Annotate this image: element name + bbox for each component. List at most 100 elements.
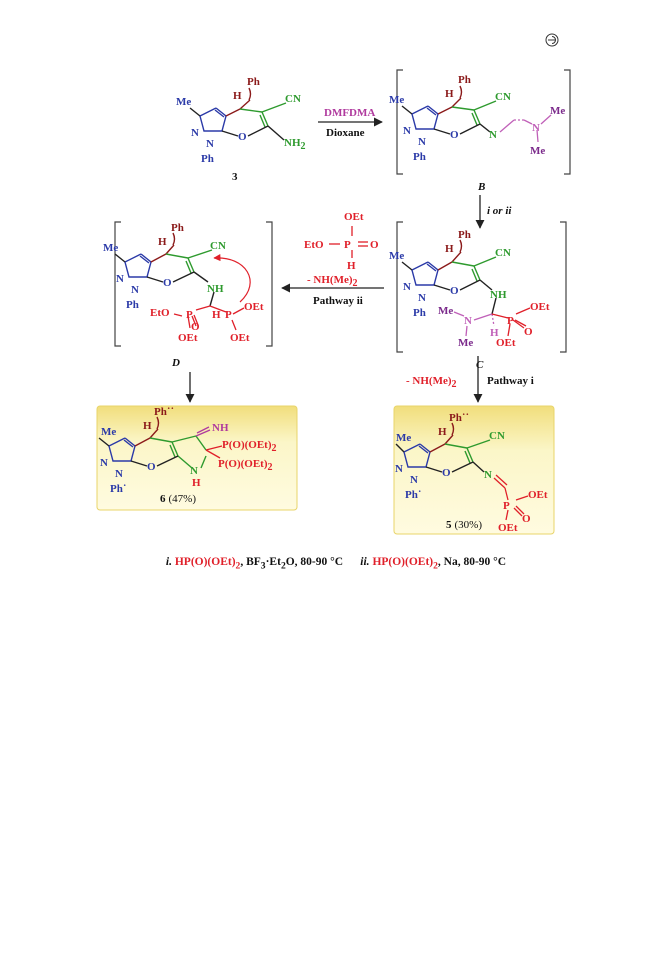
methine-h-d-label: H — [212, 309, 221, 321]
arrow-3-to-B: DMFDMA Dioxane — [318, 107, 383, 139]
imine-nh-label: NH — [212, 422, 229, 434]
n-phenyl-label: Ph — [413, 307, 426, 319]
pyrazole-n2-label: N — [191, 127, 199, 139]
pyrazole-n1-label: N — [131, 284, 139, 296]
phosphonate-2-label: P(O)(OEt)2 — [218, 458, 272, 473]
reaction-scheme: Me H Ph CN N N Ph O NH2 3 DMFDMA Dioxane — [96, 69, 571, 535]
ethoxy-label-2: OEt — [496, 337, 516, 349]
ethoxy-label: OEt — [528, 489, 548, 501]
open-access-icon — [545, 33, 559, 47]
pyran-o-label: O — [450, 285, 459, 297]
nitrile-label: CN — [495, 247, 511, 259]
nitrile-label: CN — [489, 430, 505, 442]
product-5-highlight — [393, 405, 555, 535]
methyl-label: Me — [389, 250, 404, 262]
pyrazole-n1-label: N — [206, 138, 214, 150]
phosphorus-left-label: P — [186, 309, 193, 321]
n-phenyl-label: Ph — [413, 151, 426, 163]
nitrile-label: CN — [210, 240, 226, 252]
conditions-i-or-ii: i or ii — [487, 205, 512, 217]
pyran-o-label: O — [147, 461, 156, 473]
pyrazole-n2-label: N — [100, 457, 108, 469]
dimethylamino-n-label: N — [532, 122, 540, 134]
methyl-label: Me — [389, 94, 404, 106]
n-phenyl-radical-label: Ph˙ — [110, 483, 127, 495]
reagent-ethoxy: OEt — [344, 211, 364, 223]
methyl-label: Me — [396, 432, 411, 444]
dimethylamino-n-label: N — [464, 315, 472, 327]
pyrazole-n2-label: N — [116, 273, 124, 285]
methyl-label: Me — [103, 242, 118, 254]
phosphorus-label: P — [507, 315, 514, 327]
byproduct-dimethylamine-right: - NH(Me)2 — [406, 375, 457, 390]
reagent-ethoxy-left: EtO — [304, 239, 324, 251]
pyran-o-label: O — [163, 277, 172, 289]
phosphorus-label: P — [503, 500, 510, 512]
imine-n-label: N — [489, 129, 497, 141]
product-5: Me H Ph˙˙ CN N N Ph˙ O N P OEt O OEt 5(3… — [393, 405, 555, 535]
reagent-phosphorus: P — [344, 239, 351, 251]
condition-ii-label: ii. — [360, 556, 370, 568]
ring-n-label: N — [190, 465, 198, 477]
pyrazole-n1-label: N — [418, 292, 426, 304]
pyrazole-n1-label: N — [418, 136, 426, 148]
product-5-caption: 5(30%) — [446, 519, 482, 531]
n-phenyl-label: Ph — [201, 153, 214, 165]
phosphonate-1-label: P(O)(OEt)2 — [222, 439, 276, 454]
phenyl-label: Ph — [171, 222, 184, 234]
product-6-highlight — [96, 405, 298, 511]
pyrazole-n2-label: N — [395, 463, 403, 475]
solvent-dioxane: Dioxane — [326, 127, 365, 139]
phenyl-radical-label: Ph˙˙ — [154, 406, 174, 418]
nitrile-label: CN — [495, 91, 511, 103]
phosphorus-right-label: P — [225, 309, 232, 321]
n-methyl-label-2: Me — [530, 145, 545, 157]
imine-n-label: N — [484, 469, 492, 481]
phosphoryl-o-label: O — [524, 326, 533, 338]
intermediate-B: Me H Ph CN N N Ph O N N Me Me B — [389, 69, 571, 193]
condition-ii-reagent: HP(O)(OEt)2 — [372, 556, 438, 572]
nitrile-label: CN — [285, 93, 301, 105]
n-phenyl-label: Ph — [126, 299, 139, 311]
pathway-i-label: Pathway i — [487, 375, 534, 387]
phenyl-label: Ph — [458, 229, 471, 241]
ethoxy-right-label: OEt — [244, 301, 264, 313]
product-6: Me H Ph˙˙ NH N N Ph˙ O N H P(O)(OEt)2 P(… — [96, 405, 298, 511]
arrow-C-to-5: - NH(Me)2 Pathway i — [406, 356, 534, 403]
methine-h-c-label: H — [490, 327, 499, 339]
methine-h-label: H — [233, 90, 242, 102]
condition-i-reagent: HP(O)(OEt)2 — [174, 556, 241, 572]
methyl-label: Me — [176, 96, 191, 108]
amino-label: NH2 — [284, 137, 306, 152]
nh-label: NH — [207, 283, 224, 295]
phosphoryl-o-label: O — [522, 513, 531, 525]
ethoxy-label-2: OEt — [498, 522, 518, 534]
intermediate-D: Me H Ph CN N N Ph O NH H P P EtO OEt OEt… — [103, 221, 273, 369]
phenyl-label: Ph — [458, 74, 471, 86]
pyran-o-label: O — [442, 467, 451, 479]
ethoxy-bottom-right-label: OEt — [230, 332, 250, 344]
reagent-dmfdma: DMFDMA — [324, 107, 375, 119]
methine-h-label: H — [438, 426, 447, 438]
pyrazole-n1-label: N — [410, 474, 418, 486]
phenyl-label: Ph — [247, 76, 260, 88]
n-methyl-label-2: Me — [458, 337, 473, 349]
pyrazole-n1-label: N — [115, 468, 123, 480]
pyran-o-label: O — [450, 129, 459, 141]
reaction-conditions-caption: i. HP(O)(OEt)2, BF3·Et2O, 80-90 °C ii. H… — [165, 556, 507, 572]
methyl-label: Me — [101, 426, 116, 438]
diethyl-phosphite-reagent: OEt EtO P O H — [304, 211, 379, 272]
ethoxy-left-label: EtO — [150, 307, 170, 319]
product-6-caption: 6(47%) — [160, 493, 196, 505]
phosphoryl-o-left-label: O — [191, 321, 200, 333]
methine-h-label: H — [445, 243, 454, 255]
methine-h-label: H — [445, 88, 454, 100]
pyrazole-n2-label: N — [403, 281, 411, 293]
condition-ii-rest: , Na, 80-90 °C — [437, 556, 507, 568]
intermediate-D-label: D — [171, 357, 180, 369]
reagent-oxo: O — [370, 239, 379, 251]
pyran-o-label: O — [238, 131, 247, 143]
nh-label: NH — [490, 289, 507, 301]
methine-h-label: H — [158, 236, 167, 248]
ethoxy-label: OEt — [530, 301, 550, 313]
